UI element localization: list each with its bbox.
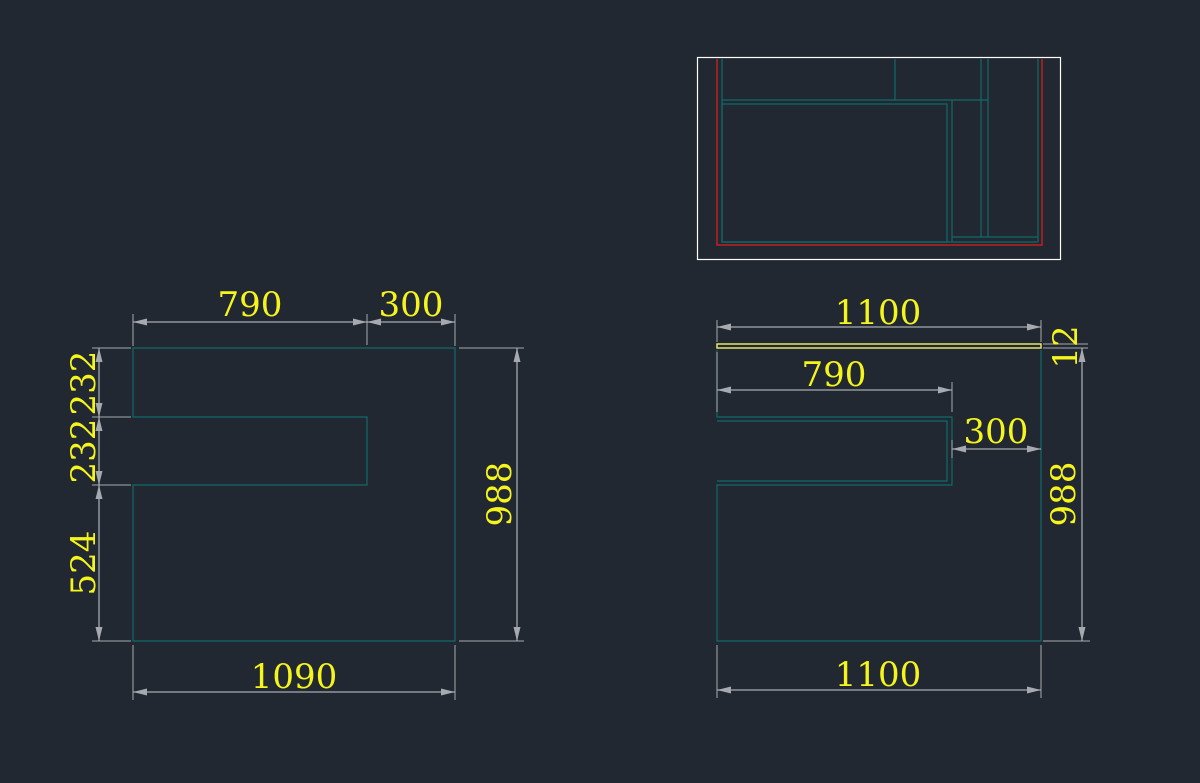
dim-232-top: 232 [64, 351, 104, 416]
right-elevation-view: 1100 12 790 300 [716, 293, 1090, 698]
plan-cut-line [716, 59, 1043, 246]
top-panel [716, 343, 1042, 349]
dim-1100-top: 1100 [835, 293, 922, 333]
dim-524: 524 [64, 531, 104, 596]
dim-790-right: 790 [802, 355, 867, 395]
right-bottom-dimension: 1100 [716, 645, 1042, 698]
dim-988-left: 988 [480, 462, 520, 527]
left-top-dimension: 790 300 [132, 285, 456, 346]
dim-1100-bottom: 1100 [835, 655, 922, 695]
right-view-outline [716, 350, 1042, 642]
left-height-dimension: 988 [459, 347, 524, 642]
panel-thickness-dimension: 12 [1043, 325, 1088, 369]
dim-300: 300 [379, 285, 444, 325]
right-height-dimension: 988 [1043, 348, 1090, 642]
dim-300-right: 300 [964, 412, 1029, 452]
plan-geometry [721, 59, 1039, 243]
plan-view [696, 56, 1062, 261]
right-view-inner-outline [717, 420, 948, 482]
dim-790: 790 [218, 285, 283, 325]
left-view-outline [132, 347, 456, 642]
left-bottom-dimension: 1090 [132, 645, 456, 700]
dim-1090: 1090 [251, 657, 338, 697]
right-notch-dimension: 300 [951, 412, 1041, 458]
dim-988-right: 988 [1044, 462, 1084, 527]
plan-view-frame [696, 56, 1062, 261]
dim-232-mid: 232 [64, 419, 104, 484]
dim-12: 12 [1046, 325, 1086, 368]
right-top-dimension: 1100 [716, 293, 1042, 342]
right-inner-dimension: 790 [716, 352, 953, 412]
left-side-dimension: 232 232 524 [64, 347, 131, 642]
left-elevation-view: 790 300 232 232 524 988 [64, 285, 524, 700]
